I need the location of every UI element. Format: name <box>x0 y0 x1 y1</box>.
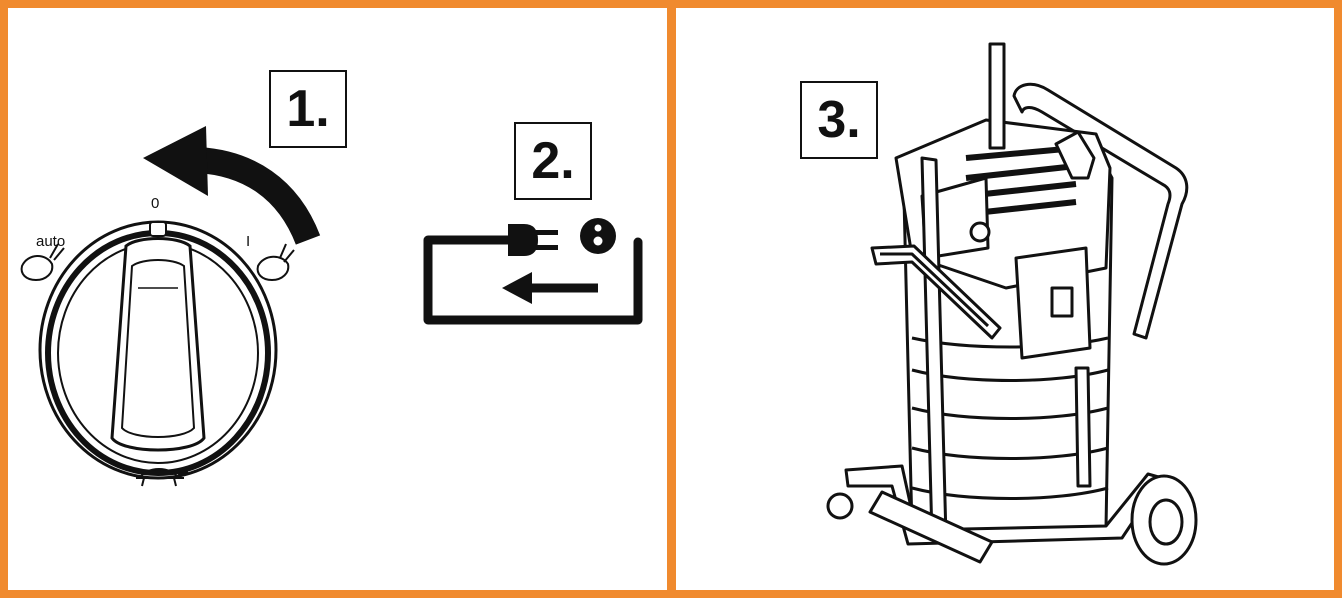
panel-divider <box>667 0 676 598</box>
hose-connector <box>1054 130 1096 180</box>
step-1-label: 1. <box>269 70 347 148</box>
push-handle <box>1012 82 1189 340</box>
dial-grip <box>110 237 206 452</box>
step-2-label: 2. <box>514 122 592 200</box>
step-3-label: 3. <box>800 81 878 159</box>
info-circle-icon <box>580 218 616 254</box>
caster-wheel <box>826 492 854 520</box>
floor-nozzle <box>868 490 994 564</box>
panel-step-3: 3. <box>676 8 1334 590</box>
counterclockwise-arrow-icon <box>143 126 321 245</box>
power-dial <box>38 220 278 480</box>
panel-steps-1-2: 1. 2. 0 auto I <box>8 8 667 590</box>
dial-label-auto: auto <box>36 233 65 250</box>
step-illustrations-left: 0 auto I <box>20 126 643 487</box>
dial-label-max: I <box>246 233 250 250</box>
rabbit-icon <box>20 243 65 282</box>
turtle-icon <box>136 468 189 487</box>
dial-knob-small <box>969 221 991 243</box>
vacuum-cleaner-illustration <box>826 42 1198 566</box>
top-pipe <box>988 42 1006 150</box>
unplug-plug-icon <box>423 224 643 325</box>
dial-label-off: 0 <box>151 195 159 212</box>
dial-pointer <box>149 221 167 237</box>
accessory-tube <box>1074 366 1092 488</box>
rabbit-icon <box>256 243 295 282</box>
cord-hook <box>870 244 1002 340</box>
